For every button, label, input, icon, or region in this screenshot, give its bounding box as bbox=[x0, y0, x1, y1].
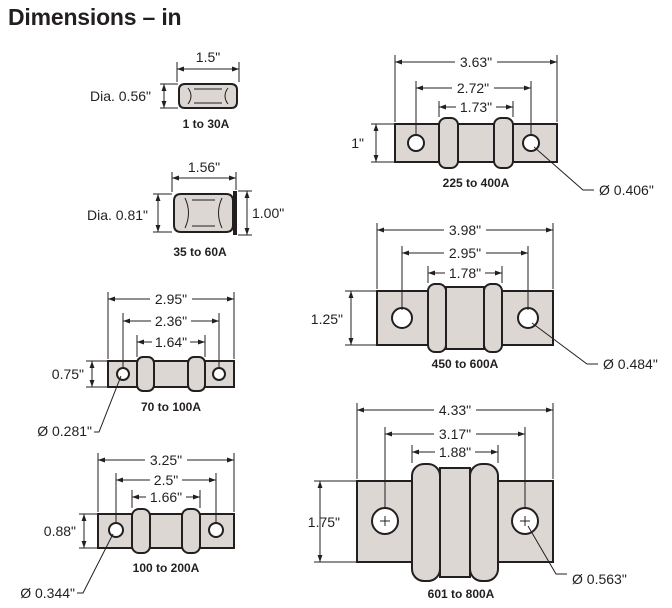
body-label: 1.78" bbox=[449, 265, 481, 281]
mounting-hole bbox=[212, 367, 226, 381]
overall-dimension: 3.98" bbox=[376, 222, 554, 289]
body-dimension: 1.66" bbox=[131, 489, 201, 508]
fuse-body bbox=[376, 283, 554, 353]
length-dimension: 1.5" bbox=[176, 49, 240, 82]
length-label: 1.56" bbox=[188, 159, 220, 175]
end-blade bbox=[233, 191, 237, 235]
overall-label: 3.98" bbox=[449, 222, 481, 238]
overall-dimension: 2.95" bbox=[107, 291, 235, 359]
body-dimension: 1.88" bbox=[411, 444, 499, 463]
fuse-caption: 225 to 400A bbox=[443, 176, 510, 190]
diameter-dimension: Dia. 0.81" bbox=[87, 193, 172, 233]
mid-label: 2.72" bbox=[457, 80, 489, 96]
hole-callout: Ø 0.563" bbox=[527, 525, 627, 587]
mounting-hole bbox=[391, 307, 413, 329]
height-dimension: 1.75" bbox=[308, 480, 356, 563]
mounting-hole bbox=[208, 522, 224, 538]
diameter-label: Dia. 0.81" bbox=[87, 207, 148, 223]
mid-label: 2.95" bbox=[449, 245, 481, 261]
mounting-hole bbox=[116, 367, 130, 381]
overall-dimension: 3.63" bbox=[394, 54, 558, 122]
fuse-70-to-100a: 2.95" 2.36" 1.64" 0.75" Ø 0.281" 70 to 1… bbox=[37, 291, 235, 439]
height-label: 0.75" bbox=[52, 366, 84, 382]
height-dimension: 0.88" bbox=[44, 513, 97, 549]
fuse-35-to-60a: 1.56" Dia. 0.81" 1.00" 35 to 60A bbox=[87, 159, 284, 259]
body-label: 1.66" bbox=[150, 489, 182, 505]
mid-label: 2.36" bbox=[155, 313, 187, 329]
fuse-450-to-600a: 3.98" 2.95" 1.78" 1.25" Ø 0.484" 450 to … bbox=[311, 222, 658, 372]
hole-label: Ø 0.563" bbox=[572, 571, 627, 587]
body-dimension: 1.78" bbox=[427, 265, 503, 283]
fuse-body bbox=[107, 356, 235, 392]
fuse-body bbox=[173, 191, 237, 235]
fuse-body bbox=[356, 463, 554, 582]
mid-label: 3.17" bbox=[439, 426, 471, 442]
height-label: 1.75" bbox=[308, 514, 340, 530]
length-dimension: 1.56" bbox=[171, 159, 237, 192]
diameter-label: Dia. 0.56" bbox=[90, 88, 151, 104]
hole-label: Ø 0.344" bbox=[20, 585, 75, 601]
height-dimension: 0.75" bbox=[52, 360, 107, 388]
hole-callout: Ø 0.484" bbox=[531, 322, 658, 372]
fuse-caption: 1 to 30A bbox=[183, 117, 230, 131]
body-label: 1.73" bbox=[460, 99, 492, 115]
overall-label: 3.63" bbox=[460, 54, 492, 70]
mid-dimension: 3.17" bbox=[384, 426, 526, 508]
fuse-1-to-30a: 1.5" Dia. 0.56" 1 to 30A bbox=[90, 49, 240, 131]
overall-dimension: 3.25" bbox=[97, 452, 235, 512]
fuse-body bbox=[97, 508, 235, 554]
mid-dimension: 2.36" bbox=[122, 313, 220, 367]
height-label: 1.00" bbox=[252, 205, 284, 221]
overall-label: 4.33" bbox=[439, 402, 471, 418]
fuse-caption: 601 to 800A bbox=[428, 587, 495, 601]
page-title: Dimensions – in bbox=[8, 4, 182, 30]
fuse-body bbox=[178, 83, 238, 109]
height-dimension: 1" bbox=[351, 123, 394, 163]
fuse-225-to-400a: 3.63" 2.72" 1.73" 1" Ø 0.406" 225 to 400… bbox=[351, 54, 654, 198]
length-label: 1.5" bbox=[196, 49, 220, 65]
fuse-601-to-800a: 4.33" 3.17" 1.88" 1.75" Ø 0.563" 601 to … bbox=[308, 402, 627, 601]
fuse-caption: 100 to 200A bbox=[133, 561, 200, 575]
mid-dimension: 2.72" bbox=[415, 80, 532, 136]
height-dimension: 1.00" bbox=[238, 190, 284, 236]
mid-dimension: 2.95" bbox=[401, 245, 529, 310]
hole-callout: Ø 0.281" bbox=[37, 375, 122, 439]
mounting-hole bbox=[108, 522, 124, 538]
height-label: 1" bbox=[351, 135, 364, 151]
body-dimension: 1.64" bbox=[136, 334, 206, 357]
hole-label: Ø 0.281" bbox=[37, 423, 92, 439]
hole-callout: Ø 0.406" bbox=[533, 146, 654, 198]
height-label: 0.88" bbox=[44, 523, 76, 539]
body-dimension: 1.73" bbox=[438, 99, 514, 117]
hole-callout: Ø 0.344" bbox=[20, 533, 114, 601]
hole-label: Ø 0.406" bbox=[599, 182, 654, 198]
overall-label: 3.25" bbox=[150, 452, 182, 468]
fuse-caption: 70 to 100A bbox=[141, 400, 201, 414]
body-label: 1.64" bbox=[155, 334, 187, 350]
body-label: 1.88" bbox=[439, 444, 471, 460]
fuse-caption: 35 to 60A bbox=[173, 245, 227, 259]
height-label: 1.25" bbox=[311, 311, 343, 327]
mounting-hole bbox=[407, 134, 425, 152]
mid-dimension: 2.5" bbox=[115, 472, 217, 523]
overall-label: 2.95" bbox=[155, 291, 187, 307]
overall-dimension: 4.33" bbox=[356, 402, 554, 479]
height-dimension: 1.25" bbox=[311, 290, 376, 346]
fuse-caption: 450 to 600A bbox=[432, 357, 499, 371]
diameter-dimension: Dia. 0.56" bbox=[90, 83, 178, 109]
mounting-hole bbox=[522, 134, 540, 152]
fuse-100-to-200a: 3.25" 2.5" 1.66" 0.88" Ø 0.344" 100 to 2… bbox=[20, 452, 235, 601]
mid-label: 2.5" bbox=[154, 472, 178, 488]
hole-label: Ø 0.484" bbox=[603, 356, 658, 372]
fuse-body bbox=[394, 117, 558, 169]
